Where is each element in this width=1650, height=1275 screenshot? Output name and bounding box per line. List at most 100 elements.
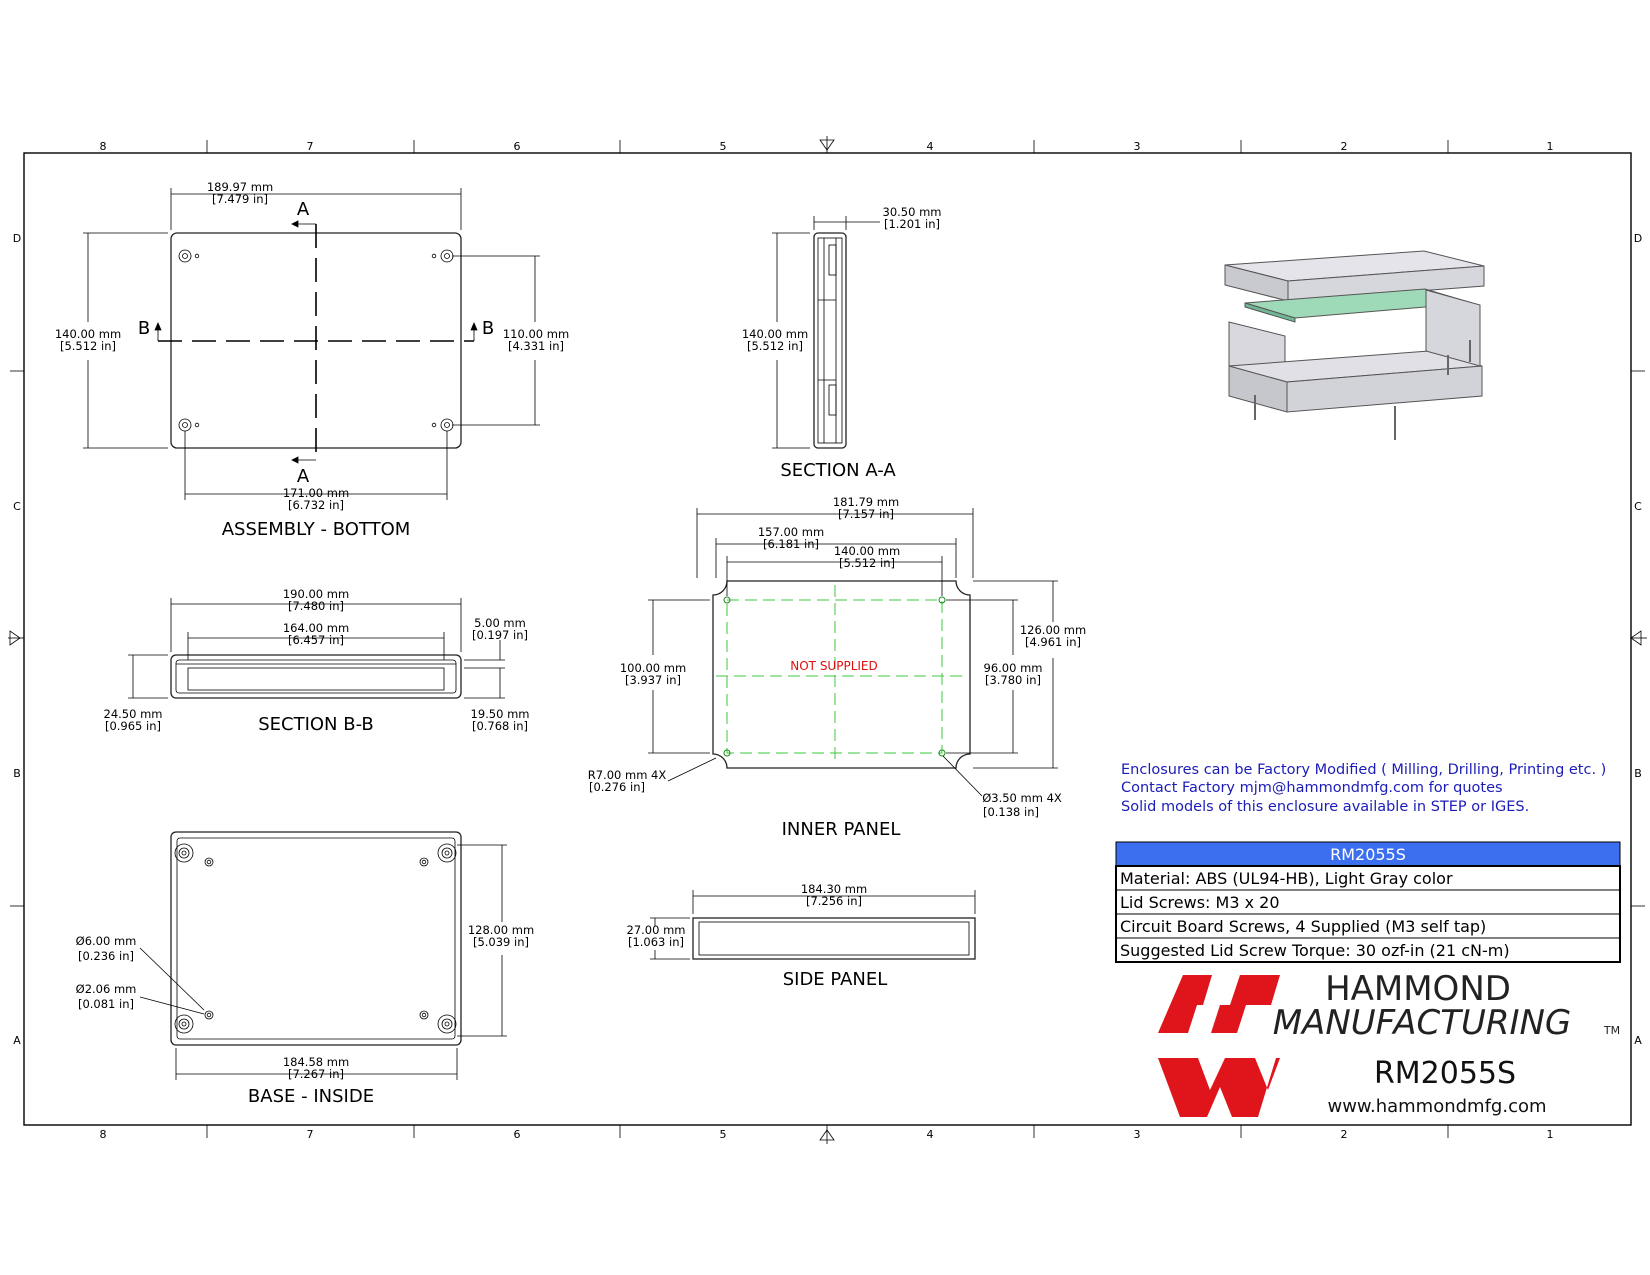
dim-section-bb-inner-in: [6.457 in] [288, 633, 344, 647]
view-title-base-inside: BASE - INSIDE [248, 1086, 374, 1107]
zone-row-c: C [13, 500, 21, 513]
zone-row-b: B [13, 767, 21, 780]
zone-col-7-bottom: 7 [307, 1128, 314, 1141]
dim-inner-panel-h1-in: [4.961 in] [1025, 635, 1081, 649]
dim-assembly-height-mm: 140.00 mm [55, 327, 121, 341]
view-title-inner-panel: INNER PANEL [782, 819, 901, 840]
view-section-bb: 190.00 mm [7.480 in] 164.00 mm [6.457 in… [104, 587, 530, 735]
dim-inner-panel-w3-in: [5.512 in] [839, 556, 895, 570]
zone-row-d: D [13, 232, 21, 245]
dim-inner-panel-w3-mm: 140.00 mm [834, 544, 900, 558]
zone-col-1: 1 [1547, 140, 1554, 153]
dim-hole-vertical-in: [4.331 in] [508, 339, 564, 353]
dim-inner-panel-h2-mm: 100.00 mm [620, 661, 686, 675]
zone-col-3-bottom: 3 [1134, 1128, 1141, 1141]
dim-inner-panel-w1-mm: 181.79 mm [833, 495, 899, 509]
drawing-frame [8, 136, 1647, 1144]
dim-side-panel-width-mm: 184.30 mm [801, 882, 867, 896]
dim-section-bb-height-mm: 24.50 mm [104, 707, 163, 721]
zone-row-a-right: A [1634, 1034, 1642, 1047]
hammond-logo [1158, 975, 1280, 1117]
zone-row-d-right: D [1634, 232, 1642, 245]
dim-inner-panel-hole-mm: Ø3.50 mm 4X [982, 791, 1062, 805]
zone-row-b-right: B [1634, 767, 1642, 780]
dim-inner-panel-h1-mm: 126.00 mm [1020, 623, 1086, 637]
dim-inner-panel-h3-in: [3.780 in] [985, 673, 1041, 687]
dim-assembly-width-mm: 189.97 mm [207, 180, 273, 194]
dim-section-aa-height-in: [5.512 in] [747, 339, 803, 353]
spec-row-board-screws: Circuit Board Screws, 4 Supplied (M3 sel… [1120, 917, 1486, 936]
dim-inner-panel-hole-in: [0.138 in] [983, 805, 1039, 819]
dim-section-bb-lip-in: [0.197 in] [472, 628, 528, 642]
dim-assembly-height-in: [5.512 in] [60, 339, 116, 353]
section-a-marker-top: A [297, 199, 310, 220]
dim-side-panel-height-mm: 27.00 mm [627, 923, 686, 937]
dim-inner-panel-radius-in: [0.276 in] [589, 780, 645, 794]
dim-section-bb-outer-in: [7.480 in] [288, 599, 344, 613]
brand-url: www.hammondmfg.com [1327, 1096, 1546, 1117]
dim-base-boss-mm: Ø6.00 mm [76, 934, 137, 948]
dim-assembly-width-in: [7.479 in] [212, 192, 268, 206]
brand-trademark: TM [1603, 1024, 1620, 1037]
exploded-isometric-view [1224, 250, 1485, 440]
dim-section-bb-base-in: [0.768 in] [472, 719, 528, 733]
dim-section-bb-lip-mm: 5.00 mm [474, 616, 526, 630]
dim-section-bb-inner-mm: 164.00 mm [283, 621, 349, 635]
zone-row-a: A [13, 1034, 21, 1047]
view-title-side-panel: SIDE PANEL [783, 969, 888, 990]
dim-base-width-in: [7.267 in] [288, 1067, 344, 1081]
brand-name-line2: MANUFACTURING [1273, 1003, 1572, 1043]
dim-section-aa-depth-mm: 30.50 mm [883, 205, 942, 219]
dim-base-width-mm: 184.58 mm [283, 1055, 349, 1069]
dim-hole-horizontal-mm: 171.00 mm [283, 486, 349, 500]
dim-base-boss-in: [0.236 in] [78, 949, 134, 963]
zone-col-8-bottom: 8 [100, 1128, 107, 1141]
zone-col-8: 8 [100, 140, 107, 153]
dim-side-panel-width-in: [7.256 in] [806, 894, 862, 908]
section-a-marker-bottom: A [297, 466, 310, 487]
dim-base-height-mm: 128.00 mm [468, 923, 534, 937]
view-base-inside: Ø6.00 mm [0.236 in] Ø2.06 mm [0.081 in] … [76, 831, 534, 1107]
zone-col-2-bottom: 2 [1341, 1128, 1348, 1141]
factory-notes: Enclosures can be Factory Modified ( Mil… [1121, 762, 1606, 815]
spec-table-header: RM2055S [1330, 845, 1406, 864]
dim-section-aa-height-mm: 140.00 mm [742, 327, 808, 341]
dim-inner-panel-w2-mm: 157.00 mm [758, 525, 824, 539]
spec-row-torque: Suggested Lid Screw Torque: 30 ozf-in (2… [1120, 941, 1510, 960]
dim-side-panel-height-in: [1.063 in] [628, 935, 684, 949]
view-assembly-bottom: A A B B 189.97 mm [7.479 in] 140.00 mm [… [55, 180, 569, 540]
zone-row-c-right: C [1634, 500, 1642, 513]
note-line-3: Solid models of this enclosure available… [1121, 799, 1529, 815]
section-b-marker-left: B [138, 318, 150, 339]
dim-hole-vertical-mm: 110.00 mm [503, 327, 569, 341]
view-side-panel: 184.30 mm [7.256 in] 27.00 mm [1.063 in]… [627, 882, 976, 990]
zone-col-3: 3 [1134, 140, 1141, 153]
dim-section-bb-height-in: [0.965 in] [105, 719, 161, 733]
brand-part-number: RM2055S [1374, 1056, 1516, 1091]
view-title-assembly-bottom: ASSEMBLY - BOTTOM [222, 519, 411, 540]
section-b-marker-right: B [482, 318, 494, 339]
view-section-aa: 30.50 mm [1.201 in] 140.00 mm [5.512 in]… [742, 205, 942, 481]
view-title-section-bb: SECTION B-B [258, 714, 374, 735]
zone-col-1-bottom: 1 [1547, 1128, 1554, 1141]
dim-inner-panel-h3-mm: 96.00 mm [984, 661, 1043, 675]
note-line-1: Enclosures can be Factory Modified ( Mil… [1121, 762, 1606, 778]
dim-base-hole-mm: Ø2.06 mm [76, 982, 137, 996]
zone-labels: 8 7 6 5 4 3 2 1 8 7 6 5 4 3 2 1 D C B A … [13, 140, 1642, 1141]
zone-col-6-bottom: 6 [514, 1128, 521, 1141]
dim-inner-panel-w1-in: [7.157 in] [838, 507, 894, 521]
zone-col-2: 2 [1341, 140, 1348, 153]
zone-col-5-bottom: 5 [720, 1128, 727, 1141]
inner-panel-not-supplied-note: NOT SUPPLIED [790, 659, 878, 673]
zone-col-4: 4 [927, 140, 934, 153]
dim-inner-panel-radius-mm: R7.00 mm 4X [588, 768, 667, 782]
view-inner-panel: NOT SUPPLIED 181.79 mm [7.157 in] 157.00… [588, 495, 1086, 840]
view-title-section-aa: SECTION A-A [780, 460, 896, 481]
dim-inner-panel-h2-in: [3.937 in] [625, 673, 681, 687]
spec-row-lid-screws: Lid Screws: M3 x 20 [1120, 893, 1280, 912]
dim-hole-horizontal-in: [6.732 in] [288, 498, 344, 512]
spec-table: RM2055S Material: ABS (UL94-HB), Light G… [1115, 841, 1621, 963]
dim-section-bb-outer-mm: 190.00 mm [283, 587, 349, 601]
dim-section-aa-depth-in: [1.201 in] [884, 217, 940, 231]
